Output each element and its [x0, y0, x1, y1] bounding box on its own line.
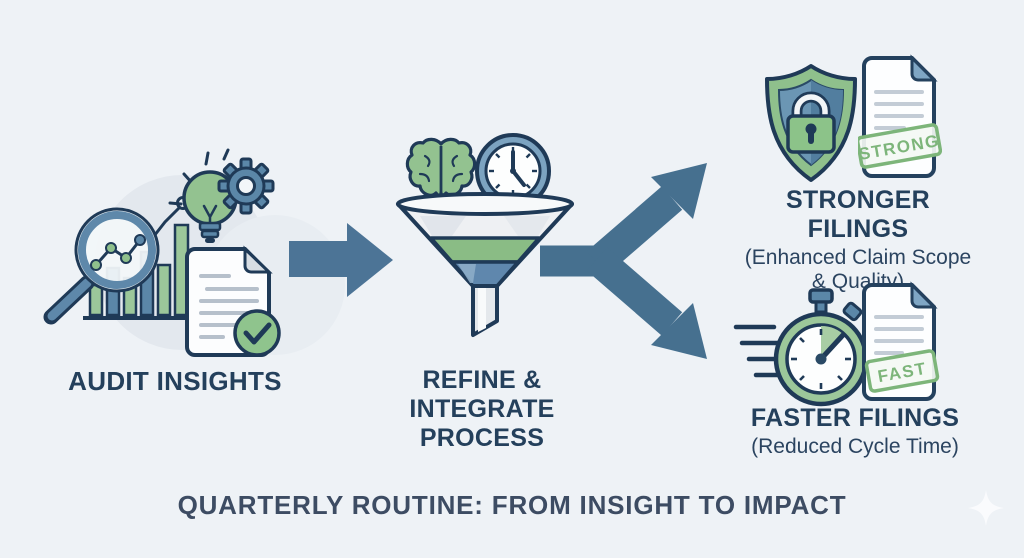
lightbulb-gear-icon [168, 148, 275, 243]
stronger-filings-block: STRONGER FILINGS (Enhanced Claim Scope &… [733, 186, 983, 293]
caption-text: QUARTERLY ROUTINE: FROM INSIGHT TO IMPAC… [177, 490, 847, 520]
sparkle-icon [968, 490, 1004, 526]
stronger-filings-title: STRONGER FILINGS [785, 186, 931, 243]
faster-filings-block: FASTER FILINGS (Reduced Cycle Time) [730, 404, 980, 459]
refine-integrate-line2: PROCESS [419, 423, 545, 452]
stronger-filings-subtitle-line1: (Enhanced Claim Scope [744, 246, 972, 269]
document-check-icon [185, 245, 281, 357]
audit-insights-label: AUDIT INSIGHTS [68, 366, 282, 396]
shield-lock-icon [765, 64, 857, 182]
refine-integrate-line1: REFINE & INTEGRATE [409, 366, 555, 423]
refine-integrate-label: REFINE & INTEGRATE PROCESS [357, 366, 607, 452]
split-arrow-icon [540, 163, 707, 359]
faster-filings-subtitle: (Reduced Cycle Time) [751, 435, 959, 458]
brain-icon [405, 137, 477, 197]
magnifier-bar-chart-icon [43, 196, 197, 325]
funnel-icon [396, 192, 574, 337]
document-fast-icon: FAST [862, 281, 940, 401]
arrow-right-icon [289, 223, 393, 297]
faster-filings-title: FASTER FILINGS [750, 404, 960, 432]
document-strong-icon: STRONG [858, 54, 942, 178]
stopwatch-icon [733, 288, 869, 407]
